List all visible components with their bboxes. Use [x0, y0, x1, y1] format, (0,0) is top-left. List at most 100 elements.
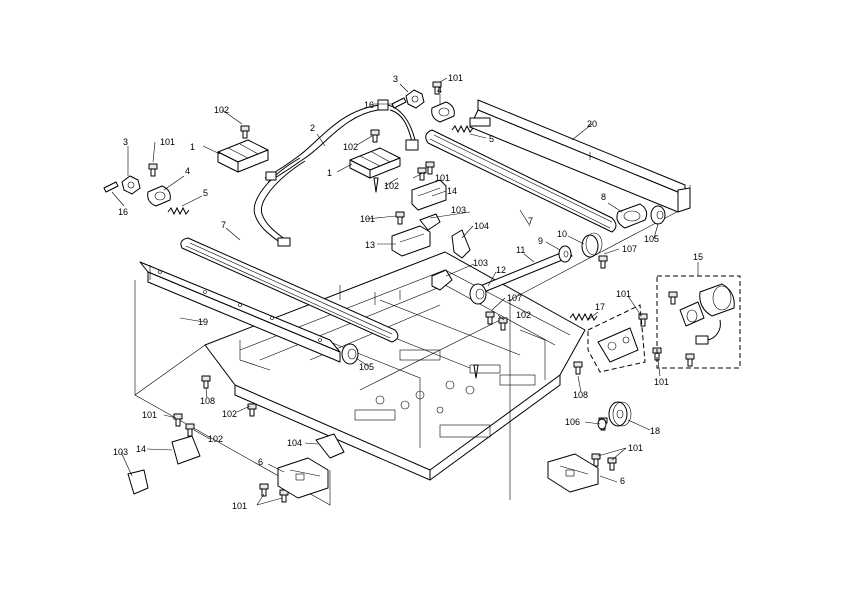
callout-103-c: 103: [113, 447, 128, 457]
roller-3-left: [121, 175, 141, 195]
callout-11: 11: [516, 245, 525, 255]
callout-3-top: 3: [393, 74, 398, 84]
callout-108-b: 108: [573, 390, 588, 400]
callout-14-center: 14: [447, 186, 457, 196]
callout-4-left: 4: [185, 166, 190, 176]
callout-102-e: 102: [208, 434, 223, 444]
timing-belt-7-right: [425, 129, 617, 233]
pulley-10: [581, 232, 603, 258]
callout-108-a: 108: [200, 396, 215, 406]
callout-101-c: 101: [435, 173, 450, 183]
callout-labels: 1 1 2 3 3 4 4 5 5 6 6 7 7 8 9 10 11 12 1…: [113, 73, 703, 511]
gear-18: [608, 401, 632, 427]
motor-15: [679, 283, 735, 345]
callout-16-left: 16: [118, 207, 128, 217]
rail-20: [469, 99, 691, 213]
callout-105-b: 105: [644, 234, 659, 244]
arrow-marker-lower: [473, 364, 479, 379]
callout-101-g: 101: [142, 410, 157, 420]
motor-assembly-15-box: [656, 275, 741, 369]
callout-101-a: 101: [160, 137, 175, 147]
pulley-105-right: [650, 205, 666, 225]
callout-15: 15: [693, 252, 703, 262]
callout-5-top: 5: [489, 134, 494, 144]
slider-block-20: [469, 117, 491, 127]
bracket-103-center: [419, 213, 441, 231]
arrow-marker: [373, 177, 379, 193]
callout-101-i: 101: [628, 443, 643, 453]
callout-19: 19: [198, 317, 208, 327]
callout-7-right: 7: [528, 216, 533, 226]
callout-104-a: 104: [474, 221, 489, 231]
pin-16-left: [103, 181, 119, 193]
callout-101-e: 101: [616, 289, 631, 299]
callout-105-a: 105: [359, 362, 374, 372]
callout-18: 18: [650, 426, 660, 436]
callout-101-d: 101: [360, 214, 375, 224]
callout-12: 12: [496, 265, 506, 275]
callout-102-b: 102: [343, 142, 358, 152]
sensor-1-center: [349, 147, 401, 179]
bracket-14-lower: [171, 435, 201, 465]
bracket-4-top: [431, 101, 455, 123]
spring-5-left: [167, 206, 190, 216]
wire-harness-2: [253, 99, 419, 247]
callout-4-top: 4: [437, 85, 442, 95]
callout-104-b: 104: [287, 438, 302, 448]
callout-8: 8: [601, 192, 606, 202]
leader-lines: [111, 77, 699, 506]
callout-1-center: 1: [327, 168, 332, 178]
bracket-14-center: [411, 179, 447, 211]
bracket-103-lower: [431, 269, 453, 291]
callout-102-d: 102: [222, 409, 237, 419]
motor-bracket-dashed-box: [587, 304, 646, 373]
callout-14-lower: 14: [136, 444, 146, 454]
motor-bracket: [597, 327, 639, 363]
callout-9: 9: [538, 236, 543, 246]
callout-103-b: 103: [473, 258, 488, 268]
callout-17: 17: [595, 302, 605, 312]
callout-6-left: 6: [258, 457, 263, 467]
callout-101-h: 101: [232, 501, 247, 511]
callout-1-left: 1: [190, 142, 195, 152]
callout-101-b: 101: [448, 73, 463, 83]
callout-102-a: 102: [214, 105, 229, 115]
callout-102-c: 102: [384, 181, 399, 191]
tension-bracket-8: [616, 203, 648, 229]
bracket-13: [391, 225, 431, 257]
pin-16-top: [391, 97, 407, 109]
timing-belt-7-left: [180, 237, 399, 343]
actuator-104-lower: [315, 433, 345, 459]
bracket-4-left: [147, 185, 171, 207]
callout-3-left: 3: [123, 137, 128, 147]
gear-12: [469, 283, 487, 305]
base-frame: [204, 251, 586, 481]
rail-19: [139, 261, 341, 363]
callout-10: 10: [557, 229, 567, 239]
bracket-6-right: [547, 453, 599, 493]
bearing-9: [558, 245, 572, 263]
sensor-1-left: [217, 139, 269, 173]
callout-103-a: 103: [451, 205, 466, 215]
callout-6-right: 6: [620, 476, 625, 486]
bracket-6-left: [277, 457, 329, 499]
callout-102-f: 102: [516, 310, 531, 320]
callout-20: 20: [587, 119, 597, 129]
callout-107-b: 107: [507, 293, 522, 303]
callout-106: 106: [565, 417, 580, 427]
shaft-11: [479, 249, 573, 293]
callout-101-f: 101: [654, 377, 669, 387]
callout-2: 2: [310, 123, 315, 133]
callout-13: 13: [365, 240, 375, 250]
callout-16-top: 16: [364, 100, 374, 110]
spring-17: [569, 312, 598, 322]
callout-7-left: 7: [221, 220, 226, 230]
roller-3-top: [405, 89, 425, 109]
spring-5-top: [451, 124, 474, 134]
actuator-104-center: [451, 229, 471, 259]
callout-107-a: 107: [622, 244, 637, 254]
bracket-103-lower-left: [127, 469, 149, 495]
pulley-105-left: [341, 343, 359, 365]
callout-5-left: 5: [203, 188, 208, 198]
